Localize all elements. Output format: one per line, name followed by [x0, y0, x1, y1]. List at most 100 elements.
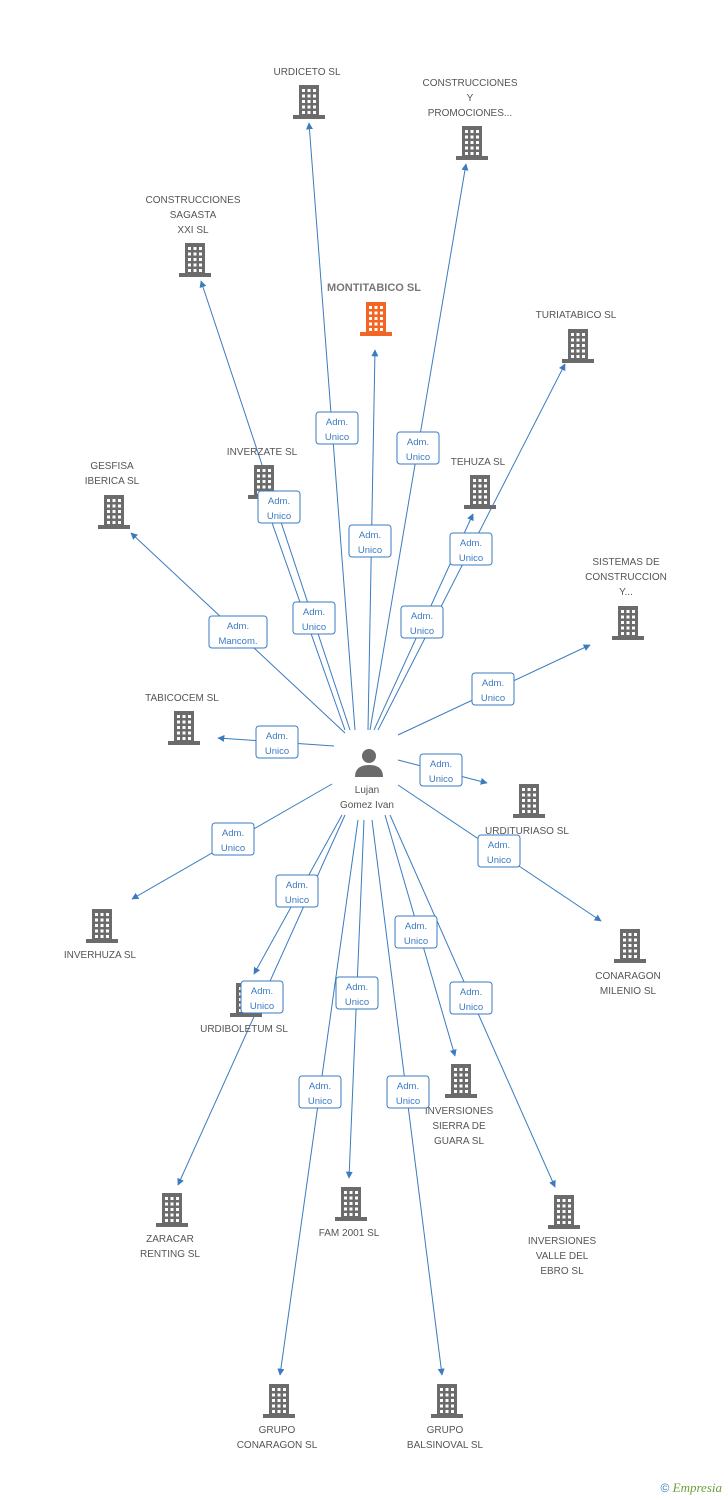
role-text: Adm. [411, 611, 433, 622]
role-text: Unico [404, 936, 428, 947]
company-label-line: INVERZATE SL [227, 447, 298, 458]
role-text: Unico [221, 843, 245, 854]
role-text: Unico [459, 553, 483, 564]
role-badge-construcciones-promociones: Adm. Unico [396, 431, 440, 465]
building-icon [464, 475, 496, 509]
company-node-sistemas[interactable]: SISTEMAS DECONSTRUCCIONY... [585, 557, 667, 640]
company-label-line: RENTING SL [140, 1249, 200, 1260]
building-icon [98, 495, 130, 529]
building-icon [168, 711, 200, 745]
building-icon [86, 909, 118, 943]
role-text: Unico [406, 452, 430, 463]
role-text: Unico [396, 1096, 420, 1107]
person-name-line1: Lujan [355, 785, 379, 796]
role-text: Unico [487, 855, 511, 866]
company-label-line: SAGASTA [170, 210, 217, 221]
role-text: Unico [308, 1096, 332, 1107]
role-text: Unico [459, 1002, 483, 1013]
role-badge-fam2001: Adm. Unico [335, 976, 379, 1010]
building-icon [548, 1195, 580, 1229]
company-node-fam2001[interactable]: FAM 2001 SL [319, 1187, 380, 1239]
company-label-line: GRUPO [259, 1425, 296, 1436]
company-label-line: XXI SL [177, 225, 209, 236]
building-icon [156, 1193, 188, 1227]
role-text: Adm. [268, 496, 290, 507]
building-icon [431, 1384, 463, 1418]
company-node-construcciones-sagasta[interactable]: CONSTRUCCIONES SAGASTA XXI SL [145, 195, 241, 277]
copyright-icon: © [660, 1481, 670, 1495]
role-badge-urdiceto: Adm.Unico [315, 411, 359, 445]
role-badge-sistemas: Adm.Unico [471, 672, 515, 706]
company-label-line: URDITURIASO SL [485, 826, 569, 837]
role-badge-grupo-conaragon: Adm.Unico [298, 1075, 342, 1109]
company-label-line: Y [467, 93, 474, 104]
role-text: Unico [345, 997, 369, 1008]
building-icon [445, 1064, 477, 1098]
person-name-line2: Gomez Ivan [340, 800, 394, 811]
role-text: Unico [358, 545, 382, 556]
company-label-line: FAM 2001 SL [319, 1228, 380, 1239]
company-label-line: URDICETO SL [273, 67, 340, 78]
building-icon [293, 85, 325, 119]
company-label-line: EBRO SL [540, 1266, 584, 1277]
company-label-line: ZARACAR [146, 1234, 194, 1245]
role-text: Adm. [346, 982, 368, 993]
role-text: Adm. [251, 986, 273, 997]
role-badge-inversiones-valle: Adm.Unico [449, 981, 493, 1015]
role-text: Adm. [326, 417, 348, 428]
role-text: Unico [285, 895, 309, 906]
company-label-line: CONSTRUCCIONES [145, 195, 240, 206]
company-label-line: INVERSIONES [528, 1236, 597, 1247]
role-badge-gesfisa: Adm.Mancom. [208, 615, 268, 649]
building-icon [456, 126, 488, 160]
role-badge-construcciones-sagasta: Adm. Unico [257, 490, 301, 524]
role-text: Unico [267, 511, 291, 522]
company-node-turiatabico[interactable]: TURIATABICO SL [536, 310, 617, 363]
role-badge-inversiones-sierra: Adm.Unico [394, 915, 438, 949]
company-node-construcciones-promociones[interactable]: CONSTRUCCIONESYPROMOCIONES... [422, 78, 518, 160]
company-node-inversiones-valle[interactable]: INVERSIONES VALLE DEL EBRO SL [528, 1195, 597, 1277]
person-node[interactable]: Lujan Gomez Ivan [340, 749, 394, 811]
company-label-line: CONSTRUCCIONES [422, 78, 517, 89]
building-icon [513, 784, 545, 818]
company-label-line: IBERICA SL [85, 476, 140, 487]
role-badge-tehuza: Adm.Unico [400, 605, 444, 639]
company-node-grupo-balsinoval[interactable]: GRUPO BALSINOVAL SL [407, 1384, 484, 1451]
company-node-urdituriaso[interactable]: URDITURIASO SL [485, 784, 569, 837]
company-node-zaracar[interactable]: ZARACAR RENTING SL [140, 1193, 200, 1260]
role-badge-grupo-balsinoval: Adm. Unico [386, 1075, 430, 1109]
company-node-urdiceto[interactable]: URDICETO SL [273, 67, 341, 119]
role-text: Adm. [407, 437, 429, 448]
company-node-inverhuza[interactable]: INVERHUZA SL [64, 909, 137, 961]
company-label-line: GRUPO [427, 1425, 464, 1436]
role-text: Adm. [222, 828, 244, 839]
role-text: Adm. [266, 731, 288, 742]
company-label-line: TURIATABICO SL [536, 310, 617, 321]
role-text: Mancom. [218, 636, 257, 647]
company-node-tabicocem[interactable]: TABICOCEM SL [145, 693, 219, 745]
role-text: Adm. [359, 530, 381, 541]
company-label-line: SIERRA DE [432, 1121, 486, 1132]
role-text: Adm. [303, 607, 325, 618]
building-icon [612, 606, 644, 640]
company-label-line: CONARAGON [595, 971, 661, 982]
role-text: Adm. [286, 880, 308, 891]
company-label-line: BALSINOVAL SL [407, 1440, 484, 1451]
role-text: Adm. [397, 1081, 419, 1092]
building-icon [263, 1384, 295, 1418]
role-badge-zaracar: Adm.Unico [240, 980, 284, 1014]
role-badge-inverzate: Adm. Unico [292, 601, 336, 635]
company-node-tehuza[interactable]: TEHUZA SL [451, 457, 506, 509]
company-node-montitabico[interactable]: MONTITABICO SL [327, 282, 421, 336]
role-text: Adm. [482, 678, 504, 689]
building-icon [614, 929, 646, 963]
company-label-line: TABICOCEM SL [145, 693, 219, 704]
company-label-line: VALLE DEL [536, 1251, 589, 1262]
role-text: Unico [302, 622, 326, 633]
